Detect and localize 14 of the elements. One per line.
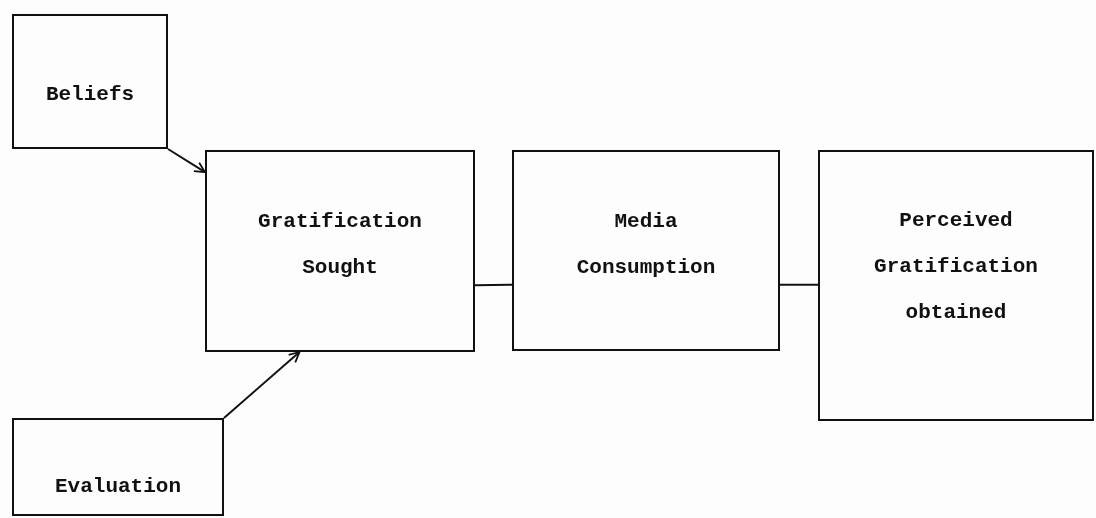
process-box xyxy=(512,150,780,351)
box-label: Media Consumption xyxy=(575,209,717,281)
process-box xyxy=(12,14,168,149)
box-label: Evaluation xyxy=(54,474,182,500)
box-label: Gratification Sought xyxy=(257,209,423,281)
connector-line xyxy=(779,283,819,286)
box-label: Perceived Gratification obtained xyxy=(873,208,1039,326)
arrow xyxy=(167,148,206,174)
process-box xyxy=(12,418,224,516)
process-box xyxy=(818,150,1094,421)
process-box xyxy=(205,150,475,352)
arrow xyxy=(223,351,301,419)
connector-line xyxy=(474,283,513,287)
box-label: Beliefs xyxy=(44,82,136,108)
